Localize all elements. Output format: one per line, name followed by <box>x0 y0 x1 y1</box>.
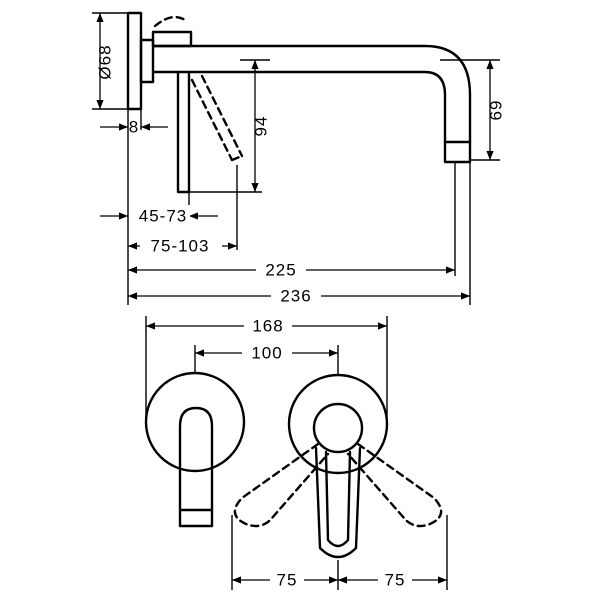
dim-centres: 100 <box>251 343 282 362</box>
dim-plates-span: 168 <box>252 316 283 335</box>
dim-swing-left: 75 <box>277 570 298 589</box>
lever-swing-forward <box>190 74 244 162</box>
dim-lever-drop: 94 <box>251 116 270 137</box>
dim-flange-thickness: 8 <box>129 117 139 136</box>
mixer-body <box>139 38 155 84</box>
mixer-knob <box>312 402 364 454</box>
lever-swing-right <box>346 442 443 528</box>
dim-flange-diameter: Ø68 <box>95 44 114 79</box>
lever-swing-left <box>233 442 330 528</box>
spout-plate <box>144 371 246 473</box>
dim-swing-right: 75 <box>385 570 406 589</box>
mixer-cartridge <box>151 30 193 48</box>
dim-overall-projection: 236 <box>280 286 311 305</box>
dim-spout-projection: 225 <box>265 260 296 279</box>
lever-front <box>314 446 362 559</box>
side-view: Ø68 8 94 69 45-73 75-103 225 236 <box>92 11 505 305</box>
lever-handle <box>176 70 191 194</box>
wall-flange <box>126 11 143 111</box>
spout-front <box>178 406 214 528</box>
spout-aerator <box>443 140 472 164</box>
dim-lever-offset: 45-73 <box>139 206 187 225</box>
front-view: 168 100 75 75 <box>144 315 448 590</box>
mixer-plate <box>287 373 389 475</box>
dim-spout-height: 69 <box>486 100 505 121</box>
lever-swing-up <box>153 15 187 28</box>
dim-lever-reach: 75-103 <box>151 236 210 255</box>
spout <box>151 44 472 144</box>
